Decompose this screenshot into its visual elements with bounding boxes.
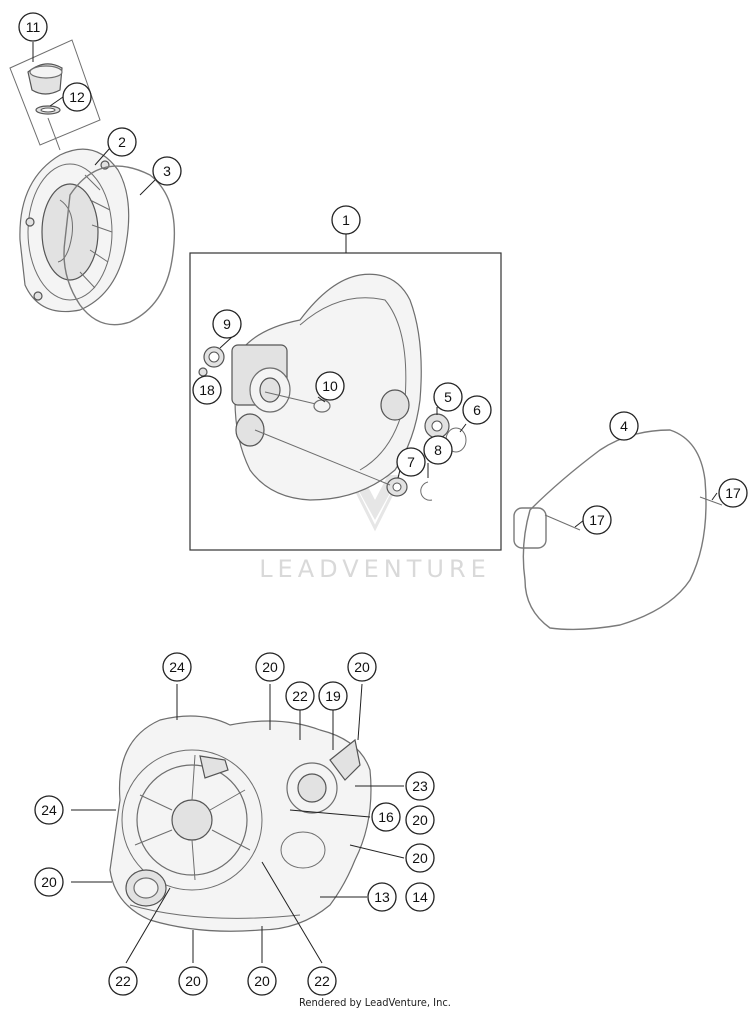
part-17-pin-a: [544, 514, 581, 531]
callout-20-bottom-b: 20: [247, 966, 277, 996]
svg-text:20: 20: [41, 874, 57, 890]
callout-12: 12: [62, 82, 92, 112]
svg-text:2: 2: [118, 134, 126, 150]
callout-20-left: 20: [34, 867, 64, 897]
callout-20-right-a: 20: [405, 805, 435, 835]
svg-text:20: 20: [254, 973, 270, 989]
svg-text:24: 24: [169, 659, 185, 675]
svg-text:12: 12: [69, 89, 85, 105]
svg-text:22: 22: [115, 973, 131, 989]
svg-text:20: 20: [412, 850, 428, 866]
callout-17-a: 17: [582, 505, 612, 535]
svg-text:20: 20: [354, 659, 370, 675]
svg-text:10: 10: [322, 378, 338, 394]
callout-4: 4: [609, 411, 639, 441]
svg-text:7: 7: [407, 454, 415, 470]
callout-14: 14: [405, 882, 435, 912]
svg-text:17: 17: [589, 512, 605, 528]
svg-text:19: 19: [325, 688, 341, 704]
callout-7: 7: [396, 447, 426, 477]
callout-13: 13: [367, 882, 397, 912]
callout-17-b: 17: [718, 478, 748, 508]
svg-text:5: 5: [444, 389, 452, 405]
callout-3: 3: [152, 156, 182, 186]
callout-6: 6: [462, 395, 492, 425]
svg-text:1: 1: [342, 212, 350, 228]
callout-10: 10: [315, 371, 345, 401]
callout-24-left: 24: [34, 795, 64, 825]
part-17-pin-b: [699, 496, 723, 506]
callout-20-bottom-a: 20: [178, 966, 208, 996]
callout-20-top-a: 20: [255, 652, 285, 682]
svg-text:13: 13: [374, 889, 390, 905]
callout-22-bottom-a: 22: [108, 966, 138, 996]
callout-22-bottom-b: 22: [307, 966, 337, 996]
svg-text:11: 11: [26, 19, 41, 35]
callout-9: 9: [212, 309, 242, 339]
svg-text:20: 20: [185, 973, 201, 989]
svg-text:23: 23: [412, 778, 428, 794]
callout-20-top-b: 20: [347, 652, 377, 682]
svg-text:22: 22: [314, 973, 330, 989]
callout-1: 1: [331, 205, 361, 235]
callout-8: 8: [423, 435, 453, 465]
part-3-gasket: [63, 165, 176, 326]
callout-5: 5: [433, 382, 463, 412]
part-2-outer-cover: [19, 148, 130, 313]
callout-11: 11: [18, 12, 48, 42]
part-11-12-box: [9, 39, 101, 151]
callout-2: 2: [107, 127, 137, 157]
part-4-gasket: [522, 429, 707, 631]
leader-lines: [32, 42, 718, 964]
svg-text:20: 20: [262, 659, 278, 675]
callout-22-top: 22: [285, 681, 315, 711]
svg-text:22: 22: [292, 688, 308, 704]
callout-23: 23: [405, 771, 435, 801]
svg-text:3: 3: [163, 163, 171, 179]
callout-19: 19: [318, 681, 348, 711]
watermark-text: LEADVENTURE: [259, 555, 491, 583]
footer-credit: Rendered by LeadVenture, Inc.: [299, 996, 451, 1009]
svg-text:24: 24: [41, 802, 57, 818]
callout-16: 16: [371, 802, 401, 832]
svg-text:16: 16: [378, 809, 394, 825]
svg-text:20: 20: [412, 812, 428, 828]
svg-text:9: 9: [223, 316, 231, 332]
svg-text:14: 14: [412, 889, 428, 905]
svg-text:6: 6: [473, 402, 481, 418]
svg-text:18: 18: [199, 382, 215, 398]
callout-20-right-b: 20: [405, 843, 435, 873]
callout-18: 18: [192, 375, 222, 405]
svg-text:4: 4: [620, 418, 628, 434]
svg-text:17: 17: [725, 485, 741, 501]
part-4-gasket-tab: [513, 507, 547, 549]
callout-24-top: 24: [162, 652, 192, 682]
svg-text:8: 8: [434, 442, 442, 458]
assembled-clutch-cover: [109, 715, 372, 932]
